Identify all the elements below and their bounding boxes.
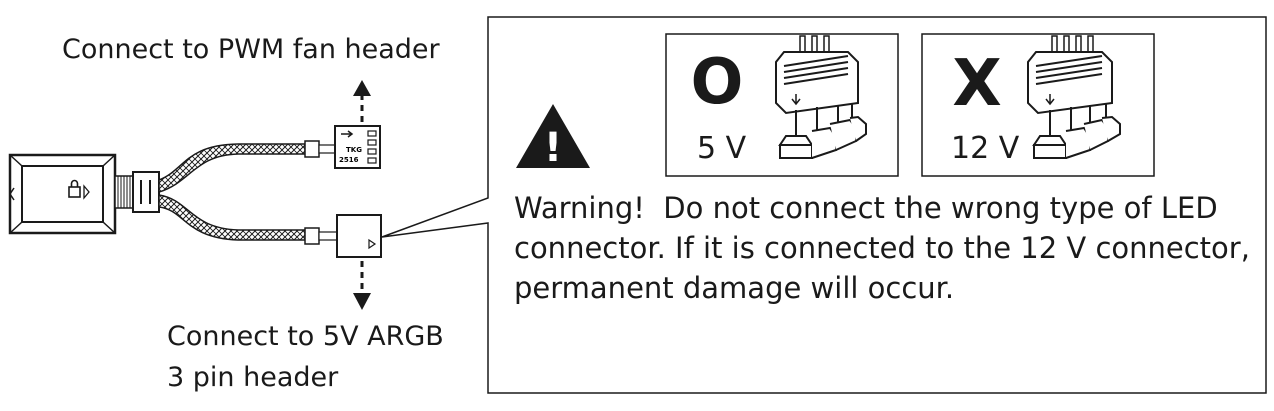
argb-header-label-line2: 3 pin header [167,362,339,393]
callout-frame [381,16,1267,394]
connector-marking-1: TKG [346,146,362,154]
up-arrow-icon [353,80,371,122]
warning-line-1: Warning! Do not connect the wrong type o… [514,191,1218,225]
warning-icon-glyph: ! [544,125,562,171]
correct-connector-panel: O [665,33,899,177]
warning-message: Warning! Do not connect the wrong type o… [514,188,1250,308]
wrong-symbol: X [952,47,1001,121]
lower-cable [158,194,338,245]
controller-plug [114,171,160,213]
upper-cable [158,140,336,193]
wrong-voltage-label: 12 V [951,131,1020,166]
connector-marking-2: 2516 [339,156,359,164]
argb-connector [336,214,382,258]
warning-line-3: permanent damage will occur. [514,271,955,305]
correct-symbol: O [691,45,744,118]
down-arrow-icon [353,261,371,310]
argb-header-label-line1: Connect to 5V ARGB [167,321,444,352]
warning-icon: ! [516,104,590,171]
lock-icon [68,179,90,200]
controller-box [8,153,117,235]
warning-line-2: connector. If it is connected to the 12 … [514,231,1250,265]
pwm-connector: TKG 2516 [334,125,381,169]
wrong-connector-panel: X [921,33,1155,177]
pwm-header-label: Connect to PWM fan header [62,34,440,65]
four-pin-connector-icon [1027,35,1121,159]
correct-voltage-label: 5 V [697,131,747,166]
three-pin-connector-icon [775,35,867,159]
